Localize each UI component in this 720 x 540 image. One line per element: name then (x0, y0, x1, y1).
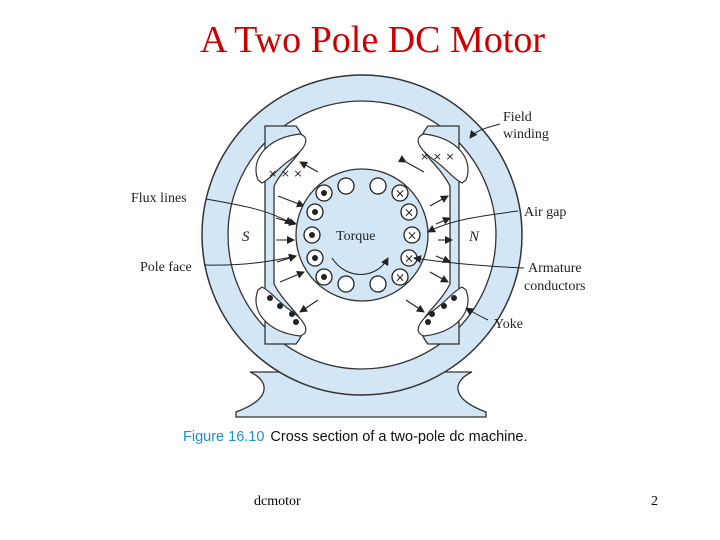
field-winding-top-left: × × × (255, 133, 307, 184)
label-field-winding-1: Field (503, 110, 532, 125)
label-armature-2: conductors (524, 279, 585, 294)
svg-text:×: × (407, 229, 417, 243)
figure-caption-text: Cross section of a two-pole dc machine. (270, 429, 528, 445)
svg-text:× × ×: × × × (420, 150, 455, 163)
svg-text:×: × (395, 271, 405, 285)
figure-number: Figure 16.10 (183, 429, 265, 445)
label-armature-1: Armature (528, 261, 582, 276)
torque-arrow (331, 257, 389, 276)
footer-label: dcmotor (254, 494, 301, 509)
label-pole-s: S (242, 229, 250, 245)
field-winding-bottom-left (255, 286, 307, 337)
label-air-gap: Air gap (524, 205, 566, 220)
svg-text:×: × (404, 252, 414, 266)
field-winding-top-right: × × × (417, 133, 469, 184)
armature-rotor (295, 168, 429, 302)
slide-title: A Two Pole DC Motor (199, 19, 545, 61)
figure-caption: Figure 16.10 Cross section of a two-pole … (183, 429, 528, 445)
label-torque: Torque (336, 229, 375, 244)
label-pole-n: N (468, 229, 480, 245)
svg-text:×: × (395, 187, 405, 201)
label-pole-face: Pole face (140, 260, 192, 275)
callout-lines (203, 123, 525, 321)
label-flux-lines: Flux lines (131, 191, 187, 206)
field-winding-bottom-right (417, 286, 469, 337)
svg-text:× × ×: × × × (268, 167, 303, 180)
page-number: 2 (651, 494, 658, 509)
svg-text:×: × (404, 206, 414, 220)
label-field-winding-2: winding (503, 127, 549, 142)
label-yoke: Yoke (494, 317, 523, 332)
